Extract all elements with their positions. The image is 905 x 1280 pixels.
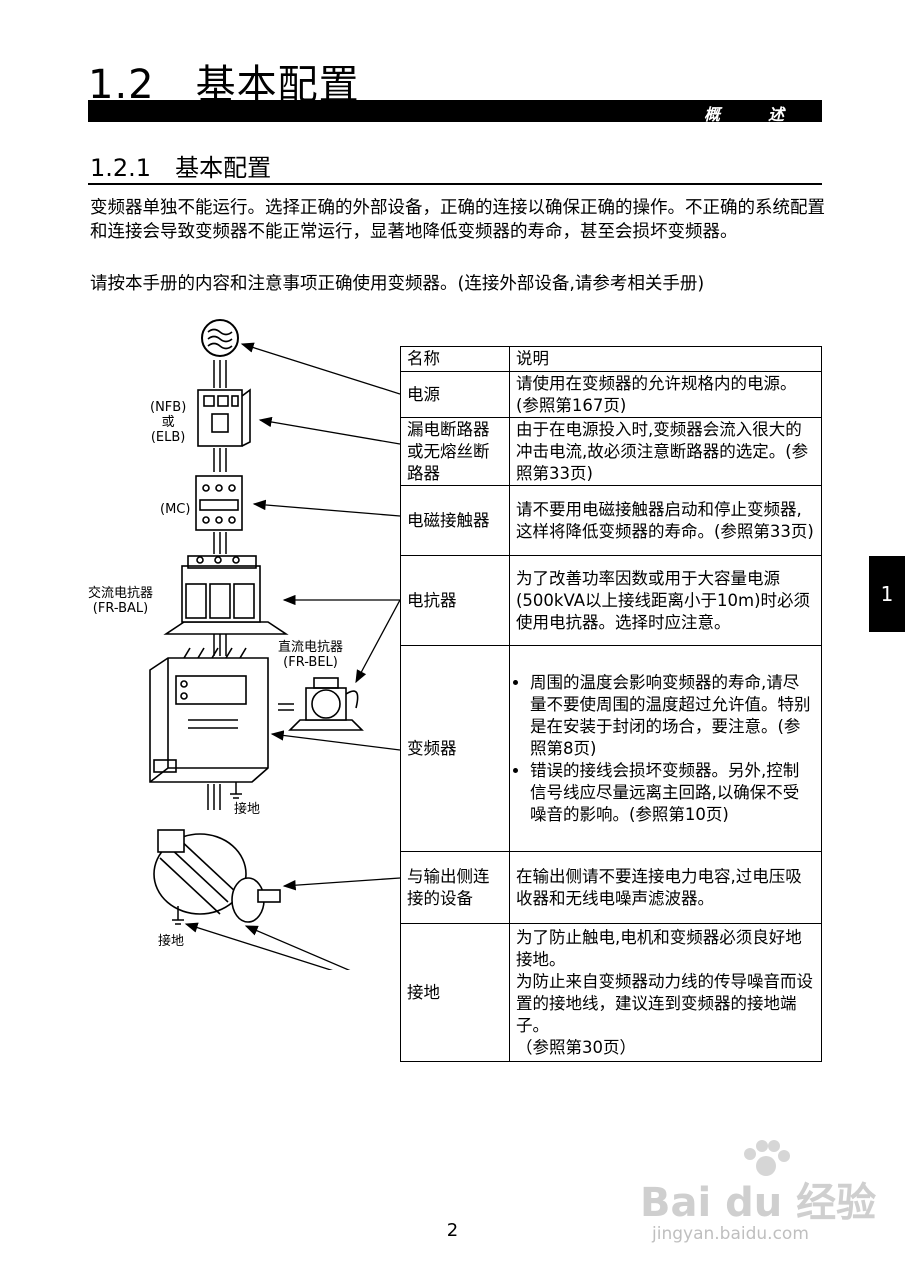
ac-reactor-icon [163,555,289,635]
row-name: 电抗器 [400,555,510,646]
dc-reactor-icon [288,677,364,731]
ground-desc-1: 为了防止触电,电机和变频器必须良好地接地。 [516,927,802,969]
inverter-ground-label: 接地 [234,802,261,817]
motor-ground-icon [172,906,184,925]
row-desc: 为了防止触电,电机和变频器必须良好地接地。 为防止来自变频器动力线的传导噪音而设… [509,923,822,1062]
ground-desc-2: 为防止来自变频器动力线的传导噪音而设置的接地线，建议连到变频器的接地端子。 [516,971,813,1035]
row-name: 电源 [400,371,510,418]
table-header-row: 名称 说明 [400,346,822,372]
watermark-sub: jingyan.baidu.com [652,1224,809,1244]
section-bar-label: 概 述 [703,105,784,124]
power-source-icon [201,319,239,357]
inverter-icon [149,647,269,783]
row-desc: 周围的温度会影响变频器的寿命,请尽量不要使周围的温度超过允许值。特别是在安装于封… [509,645,822,852]
bullet-item: 周围的温度会影响变频器的寿命,请尽量不要使周围的温度超过允许值。特别是在安装于封… [530,672,815,760]
row-name: 电磁接触器 [400,485,510,556]
breaker-icon [197,388,251,447]
table-row: 电磁接触器 请不要用电磁接触器启动和停止变频器,这样将降低变频器的寿命。(参照第… [400,485,822,556]
section-bar: 概 述 [88,100,822,124]
motor-ground-label: 接地 [158,934,185,949]
table-row: 接地 为了防止触电,电机和变频器必须良好地接地。 为防止来自变频器动力线的传导噪… [400,923,822,1062]
table-row: 漏电断路器或无熔丝断路器 由于在电源投入时,变频器会流入很大的冲击电流,故必须注… [400,417,822,486]
ground-desc-3: （参照第30页） [516,1037,636,1057]
contactor-icon [195,475,243,531]
ac-reactor-label: 交流电抗器 (FR-BAL) [88,586,154,616]
table-row: 与输出侧连接的设备 在输出侧请不要连接电力电容,过电压吸收器和无线电噪声滤波器。 [400,851,822,924]
table-header-desc: 说明 [509,346,822,372]
row-desc: 请使用在变频器的允许规格内的电源。(参照第167页) [509,371,822,418]
component-table: 名称 说明 电源 请使用在变频器的允许规格内的电源。(参照第167页) 漏电断路… [400,346,822,1062]
breaker-label: (NFB) 或 (ELB) [150,400,187,445]
table-row: 变频器 周围的温度会影响变频器的寿命,请尽量不要使周围的温度超过允许值。特别是在… [400,645,822,852]
inverter-ground-icon [230,782,242,799]
watermark: Bai du 经验 jingyan.baidu.com [640,1140,876,1250]
row-name: 漏电断路器或无熔丝断路器 [400,417,510,486]
dc-reactor-label: 直流电抗器 (FR-BEL) [278,640,344,670]
subsection-rule [88,183,822,185]
row-desc: 请不要用电磁接触器启动和停止变频器,这样将降低变频器的寿命。(参照第33页) [509,485,822,556]
row-desc: 由于在电源投入时,变频器会流入很大的冲击电流,故必须注意断路器的选定。(参照第3… [509,417,822,486]
table-row: 电源 请使用在变频器的允许规格内的电源。(参照第167页) [400,371,822,418]
table-row: 电抗器 为了改善功率因数或用于大容量电源 (500kVA以上接线距离小于10m)… [400,555,822,646]
row-name: 接地 [400,923,510,1062]
paw-logo-icon [744,1140,790,1176]
system-diagram-graphic [149,319,401,993]
system-diagram: (NFB) 或 (ELB) (MC) 交流电抗器 (FR-BAL) 直流电抗器 … [88,310,401,993]
chapter-tab: 1 [869,556,905,632]
row-name: 变频器 [400,645,510,852]
intro-paragraph: 变频器单独不能运行。选择正确的外部设备，正确的连接以确保正确的操作。不正确的系统… [90,198,825,242]
table-header-name: 名称 [400,346,510,372]
motor-icon [153,829,281,923]
bullet-item: 错误的接线会损坏变频器。另外,控制信号线应尽量远离主回路,以确保不受噪音的影响。… [530,760,815,826]
watermark-main: Bai du 经验 [640,1180,877,1226]
row-desc: 为了改善功率因数或用于大容量电源 (500kVA以上接线距离小于10m)时必须使… [509,555,822,646]
subsection-title: 1.2.1 基本配置 [90,154,272,182]
usage-paragraph: 请按本手册的内容和注意事项正确使用变频器。(连接外部设备,请参考相关手册) [90,274,705,294]
contactor-label: (MC) [160,502,191,517]
row-desc: 在输出侧请不要连接电力电容,过电压吸收器和无线电噪声滤波器。 [509,851,822,924]
page-number: 2 [446,1220,459,1241]
row-name: 与输出侧连接的设备 [400,851,510,924]
